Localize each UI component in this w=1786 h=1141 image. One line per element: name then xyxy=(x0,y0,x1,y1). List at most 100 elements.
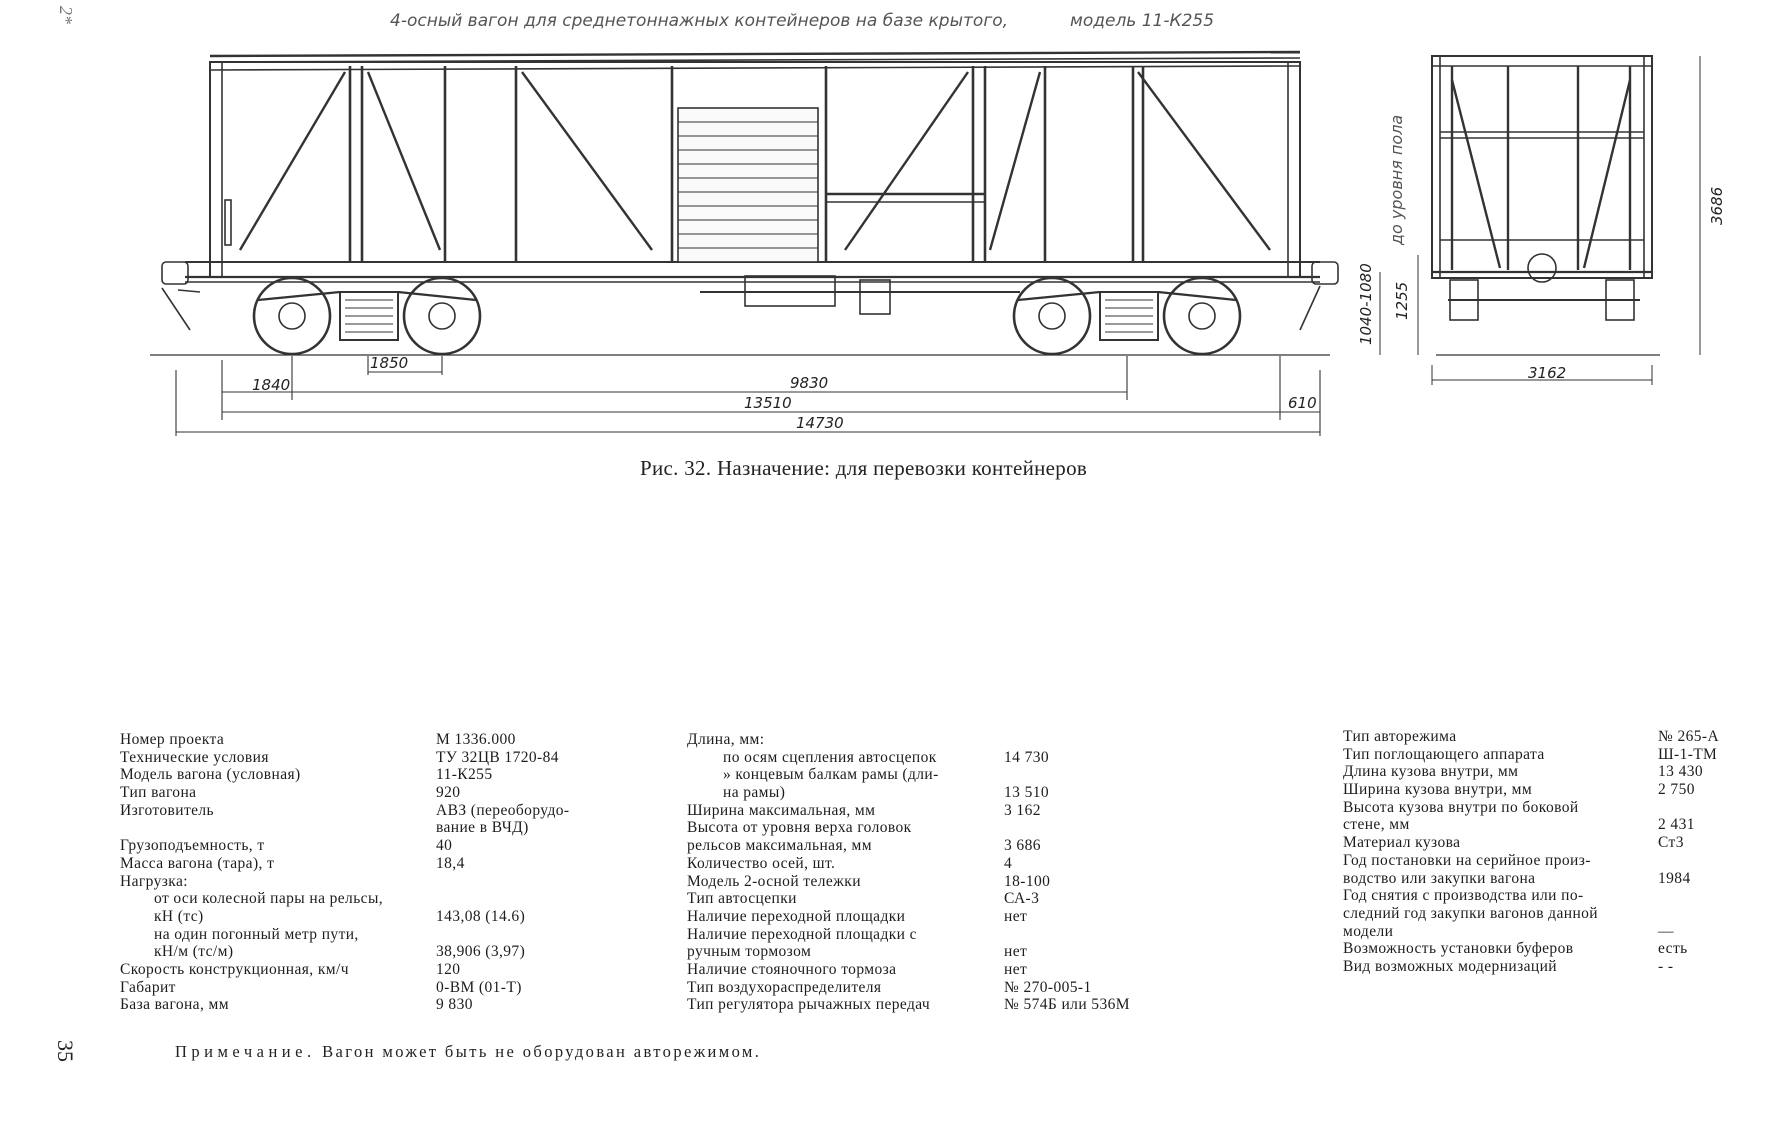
spec-value: 920 xyxy=(436,784,461,802)
spec-value: 3 162 xyxy=(1004,801,1041,819)
spec-row: Вид возможных модернизаций - - xyxy=(1343,958,1743,976)
wagon-drawing: 4-осный вагон для среднетоннажных контей… xyxy=(150,11,1726,436)
spec-label: Тип поглощающего аппарата xyxy=(1343,745,1545,763)
dim-1840: 1840 xyxy=(252,376,290,394)
spec-value: 143,08 (14.6) xyxy=(436,907,526,925)
spec-row: следний год закупки вагонов данной xyxy=(1343,905,1743,923)
spec-row: Длина, мм: xyxy=(687,731,1187,749)
spec-value: АВЗ (переоборудо- xyxy=(436,801,570,819)
page-number: 35 xyxy=(53,1040,78,1062)
dim-610: 610 xyxy=(1288,394,1317,412)
dim-1040-1080: 1040-1080 xyxy=(1357,263,1375,345)
spec-value: Ст3 xyxy=(1658,834,1684,852)
spec-row: Год постановки на серийное произ- xyxy=(1343,852,1743,870)
footnote-text: Вагон может быть не оборудован авторежим… xyxy=(315,1042,762,1061)
handwritten-title: 4-осный вагон для среднетоннажных контей… xyxy=(390,11,1008,31)
side-note-floor: до уровня пола xyxy=(1387,115,1406,246)
spec-label: от оси колесной пары на рельсы, xyxy=(154,890,384,908)
spec-value: нет xyxy=(1004,960,1028,978)
dim-1850: 1850 xyxy=(370,354,408,372)
spec-row: » концевым балкам рамы (дли- xyxy=(687,766,1187,784)
spec-value: есть xyxy=(1658,940,1688,958)
spec-value: 0-ВМ (01-Т) xyxy=(436,978,522,996)
spec-label: База вагона, мм xyxy=(120,996,229,1014)
spec-row: Габарит 0-ВМ (01-Т) xyxy=(120,979,600,997)
spec-label: следний год закупки вагонов данной xyxy=(1343,904,1598,922)
spec-row: ручным тормозом нет xyxy=(687,943,1187,961)
spec-label: кН (тс) xyxy=(154,907,204,925)
spec-row: Наличие переходной площадки с xyxy=(687,926,1187,944)
spec-label: Ширина кузова внутри, мм xyxy=(1343,781,1533,799)
spec-label: Наличие переходной площадки xyxy=(687,907,906,925)
dim-13510: 13510 xyxy=(744,394,792,412)
spec-row: кН (тс) 143,08 (14.6) xyxy=(120,908,600,926)
spec-label: на один погонный метр пути, xyxy=(154,925,359,943)
spec-label: Тип регулятора рычажных передач xyxy=(687,996,931,1014)
spec-row: от оси колесной пары на рельсы, xyxy=(120,890,600,908)
spec-value: СА-3 xyxy=(1004,890,1040,908)
spec-row: кН/м (тс/м)38,906 (3,97) xyxy=(120,943,600,961)
side-view xyxy=(150,50,1339,356)
spec-value: нет xyxy=(1004,943,1028,961)
spec-label: Год постановки на серийное произ- xyxy=(1343,851,1591,869)
side-dimensions xyxy=(175,356,1321,436)
left-bogie xyxy=(252,276,482,356)
spec-value: 38,906 (3,97) xyxy=(436,943,526,961)
right-bogie xyxy=(1012,276,1242,356)
spec-row: Количество осей, шт.4 xyxy=(687,855,1187,873)
spec-value: 11-К255 xyxy=(436,766,493,784)
spec-value: 1984 xyxy=(1658,869,1691,887)
spec-label: Технические условия xyxy=(120,748,269,766)
spec-label: Высота кузова внутри по боковой xyxy=(1343,798,1579,816)
spec-value: 2 750 xyxy=(1658,781,1695,799)
spec-label: Модель вагона (условная) xyxy=(120,766,301,784)
spec-label: Наличие переходной площадки с xyxy=(687,925,917,943)
spec-value: - - xyxy=(1658,957,1674,975)
spec-value: № 574Б или 536М xyxy=(1004,996,1130,1014)
spec-label: ручным тормозом xyxy=(687,943,812,961)
spec-row: Наличие стояночного тормоза нет xyxy=(687,961,1187,979)
spec-label: Возможность установки буферов xyxy=(1343,940,1574,958)
spec-row: Высота от уровня верха головок xyxy=(687,819,1187,837)
spec-value: М 1336.000 xyxy=(436,731,516,748)
spec-row: на один погонный метр пути, xyxy=(120,926,600,944)
spec-label: Нагрузка: xyxy=(120,872,188,890)
spec-label: Наличие стояночного тормоза xyxy=(687,960,897,978)
spec-label: Высота от уровня верха головок xyxy=(687,819,912,837)
spec-value: — xyxy=(1658,922,1674,940)
spec-label: Модель 2-осной тележки xyxy=(687,872,861,890)
spec-value: 13 430 xyxy=(1658,763,1704,781)
spec-label: Габарит xyxy=(120,978,176,996)
spec-row: Ширина кузова внутри, мм 2 750 xyxy=(1343,781,1743,799)
dim-14730: 14730 xyxy=(796,414,844,432)
spec-row: Тип регулятора рычажных передач № 574Б ил… xyxy=(687,996,1187,1014)
spec-row: на рамы)13 510 xyxy=(687,784,1187,802)
spec-value: 120 xyxy=(436,960,461,978)
spec-value: нет xyxy=(1004,907,1028,925)
end-view xyxy=(1379,55,1701,385)
spec-label: Вид возможных модернизаций xyxy=(1343,957,1557,975)
spec-row: Наличие переходной площадки нет xyxy=(687,908,1187,926)
spec-row: Год снятия с производства или по- xyxy=(1343,887,1743,905)
spec-value: 40 xyxy=(436,837,453,855)
spec-label: Тип воздухораспределителя xyxy=(687,978,882,996)
dim-9830: 9830 xyxy=(790,374,828,392)
